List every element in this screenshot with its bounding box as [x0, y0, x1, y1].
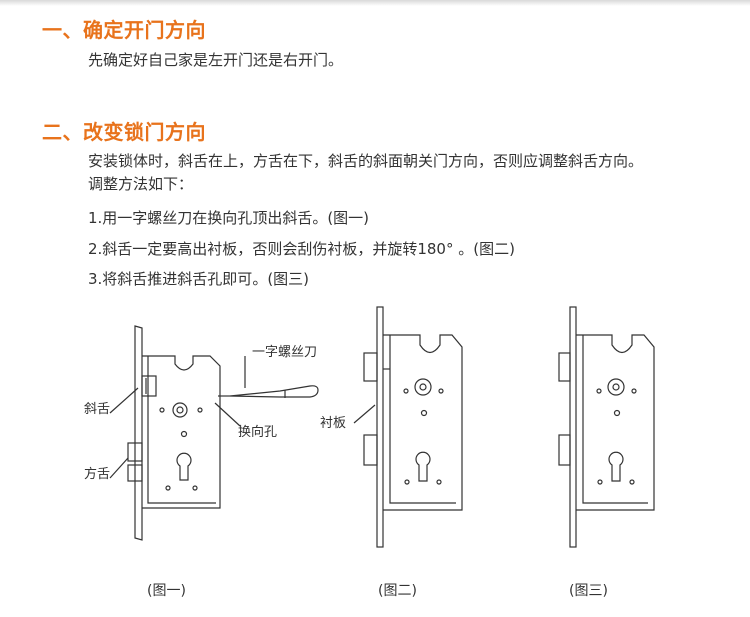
- figure-2-diagram: 衬板: [320, 306, 463, 548]
- step-2: 2.斜舌一定要高出衬板，否则会刮伤衬板，并旋转180° 。(图二): [88, 240, 515, 258]
- fig1-label-screwdriver: 一字螺丝刀: [252, 345, 317, 360]
- fig2-caption: (图二): [378, 583, 417, 599]
- section2-title: 二、改变锁门方向: [42, 120, 206, 144]
- step-1: 1.用一字螺丝刀在换向孔顶出斜舌。(图一): [88, 209, 370, 227]
- fig1-label-latch: 斜舌: [84, 402, 110, 417]
- fig1-label-deadbolt: 方舌: [84, 466, 110, 482]
- section2-intro-line1: 安装锁体时，斜舌在上，方舌在下，斜舌的斜面朝关门方向，否则应调整斜舌方向。: [88, 152, 644, 170]
- section2-intro-line2: 调整方法如下：: [88, 175, 194, 193]
- fig2-label-plate: 衬板: [320, 416, 346, 431]
- fig1-caption: (图一): [147, 583, 186, 599]
- top-shadow: [0, 0, 750, 6]
- step-3: 3.将斜舌推进斜舌孔即可。(图三): [88, 270, 310, 288]
- fig1-label-hole: 换向孔: [238, 424, 277, 440]
- figure-3-diagram: [558, 306, 655, 548]
- figure-1-diagram: 一字螺丝刀 换向孔 斜舌 方舌: [84, 325, 319, 541]
- section1-text: 先确定好自己家是左开门还是右开门。: [88, 51, 344, 69]
- section1-title: 一、确定开门方向: [42, 18, 206, 42]
- fig3-caption: (图三): [569, 583, 608, 599]
